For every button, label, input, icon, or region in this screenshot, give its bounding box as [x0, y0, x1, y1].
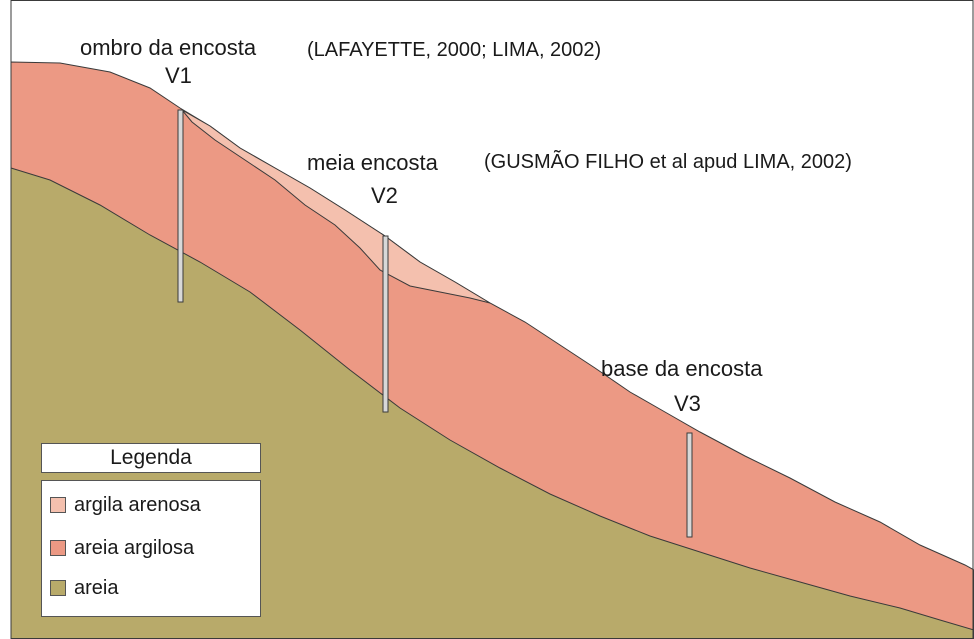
- borehole-v2: [382, 235, 389, 413]
- legend-item-areia: areia: [50, 577, 118, 599]
- label-v3: V3: [674, 391, 701, 416]
- label-mid-slope-reference: (GUSMÃO FILHO et al apud LIMA, 2002): [484, 151, 852, 173]
- legend-box: argila arenosa areia argilosa areia: [41, 480, 261, 617]
- legend-swatch-argila-arenosa: [50, 497, 66, 513]
- legend-item-argila-arenosa: argila arenosa: [50, 494, 201, 516]
- legend-swatch-areia-argilosa: [50, 540, 66, 556]
- label-shoulder-reference: (LAFAYETTE, 2000; LIMA, 2002): [307, 39, 602, 61]
- label-v2: V2: [371, 183, 398, 208]
- label-shoulder: ombro da encosta: [80, 35, 257, 60]
- label-base-slope: base da encosta: [601, 356, 763, 381]
- layer-argila-arenosa: [181, 109, 491, 304]
- label-v1: V1: [165, 63, 192, 88]
- legend-label-areia-argilosa: areia argilosa: [74, 536, 195, 559]
- legend-label-argila-arenosa: argila arenosa: [74, 493, 201, 516]
- legend-title: Legenda: [41, 443, 261, 473]
- legend-swatch-areia: [50, 580, 66, 596]
- borehole-v1: [177, 109, 184, 303]
- label-mid-slope: meia encosta: [307, 150, 438, 175]
- legend-label-areia: areia: [74, 576, 119, 599]
- borehole-v3: [686, 432, 693, 538]
- legend-item-areia-argilosa: areia argilosa: [50, 537, 194, 559]
